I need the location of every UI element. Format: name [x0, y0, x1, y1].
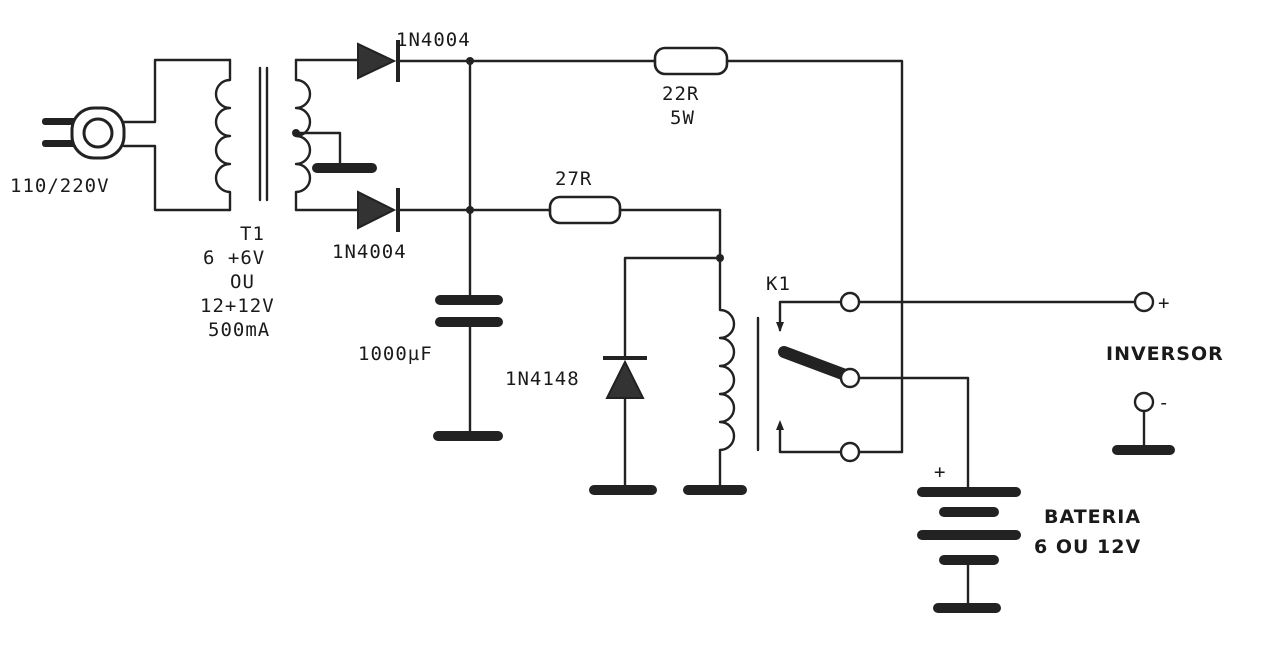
diode-1n4148-icon — [589, 356, 657, 495]
transformer-t1 — [214, 58, 377, 212]
resistor-22r-icon — [653, 46, 904, 454]
battery-spec-label: 6 OU 12V — [1034, 536, 1141, 558]
inversor-label: INVERSOR — [1106, 343, 1224, 365]
relay-contacts-icon — [776, 291, 1137, 492]
capacitor-label: 1000µF — [358, 343, 433, 365]
transformer-spec-line4: 500mA — [208, 319, 270, 341]
diode-1n4148-label: 1N4148 — [505, 368, 580, 390]
battery-plus-label: + — [934, 461, 946, 483]
battery-title-label: BATERIA — [1044, 506, 1141, 528]
inversor-terminals — [1112, 291, 1175, 455]
plug-voltage-label: 110/220V — [10, 175, 110, 197]
diode-top-icon — [357, 40, 657, 82]
mains-plug-icon — [42, 58, 232, 212]
relay-label: K1 — [766, 273, 791, 295]
diode-top-label: 1N4004 — [396, 29, 471, 51]
diode-bottom-icon — [357, 188, 552, 232]
diode-bottom-label: 1N4004 — [332, 241, 407, 263]
resistor-27r-label: 27R — [555, 168, 592, 190]
inversor-minus-label: - — [1158, 392, 1170, 414]
transformer-name-label: T1 — [240, 223, 265, 245]
resistor-22r-power-label: 5W — [670, 107, 695, 129]
relay-coil-icon — [683, 256, 760, 495]
resistor-27r-icon — [548, 195, 722, 260]
battery-icon — [917, 487, 1021, 613]
resistor-22r-label: 22R — [662, 83, 699, 105]
capacitor-1000uf-icon — [433, 295, 503, 441]
inversor-plus-label: + — [1158, 292, 1170, 314]
transformer-spec-line3: 12+12V — [200, 295, 275, 317]
transformer-spec-line1: 6 +6V — [203, 247, 265, 269]
transformer-spec-line2: OU — [230, 271, 255, 293]
